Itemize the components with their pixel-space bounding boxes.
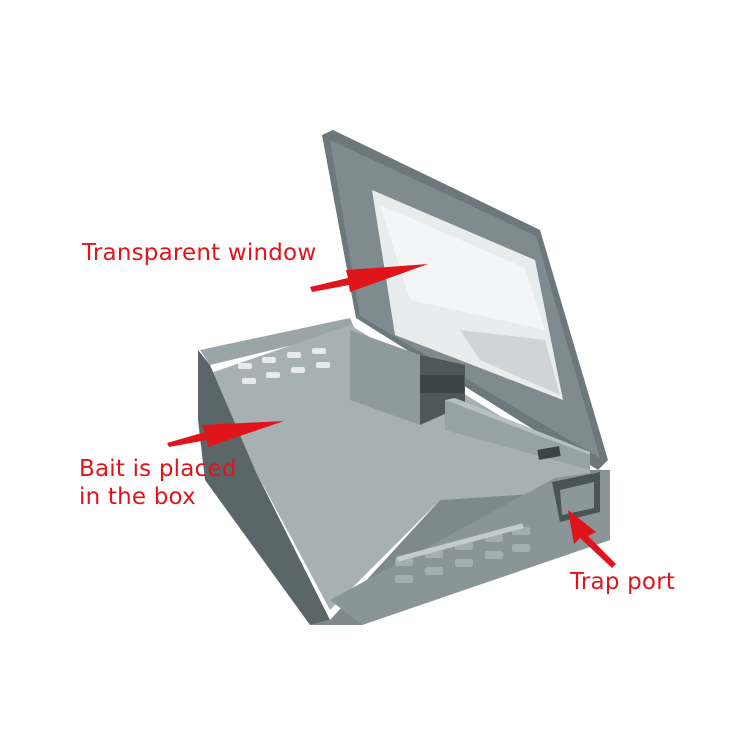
- arrow-port-icon: [568, 510, 616, 568]
- label-trap-port: Trap port: [570, 569, 676, 595]
- label-transparent-window: Transparent window: [82, 240, 317, 266]
- arrow-bait-icon: [167, 421, 284, 447]
- label-bait-line2: in the box: [79, 484, 196, 510]
- label-bait-line1: Bait is placed: [79, 456, 237, 482]
- annotation-arrows: [167, 264, 616, 568]
- front-vents: [395, 527, 530, 583]
- trap-lid: [322, 130, 608, 470]
- trap-box: [198, 318, 610, 625]
- arrow-window-icon: [310, 264, 428, 292]
- side-vents: [238, 348, 330, 384]
